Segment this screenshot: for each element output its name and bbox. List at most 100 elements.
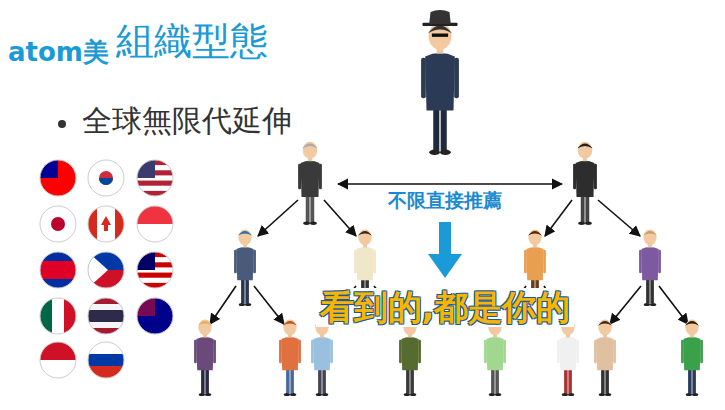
rect-shape (88, 316, 124, 323)
flag-icon (40, 342, 76, 379)
rect-shape (88, 310, 124, 317)
rect-shape (234, 250, 237, 273)
path-shape (356, 247, 373, 280)
rect-shape (40, 270, 76, 280)
flag-icon (40, 206, 76, 243)
rect-shape (418, 340, 421, 363)
rect-shape (454, 58, 459, 99)
brand-logo: atom美 (8, 38, 109, 68)
ellipse-shape (283, 320, 296, 336)
path-shape (429, 10, 451, 24)
rect-shape (40, 160, 76, 179)
rect-shape (298, 164, 301, 190)
ellipse-shape (316, 393, 322, 396)
path-shape (486, 337, 503, 370)
person-figure (311, 320, 333, 396)
rect-shape (88, 354, 124, 367)
ellipse-shape (562, 393, 568, 396)
person-figure (399, 320, 421, 396)
path-shape (99, 178, 113, 185)
path-shape (685, 321, 699, 326)
ellipse-shape (322, 393, 328, 396)
ellipse-shape (358, 230, 371, 246)
ellipse-shape (310, 222, 317, 225)
path-shape (238, 231, 252, 236)
ellipse-shape (440, 150, 451, 155)
people-figures (194, 10, 703, 396)
rect-shape (432, 34, 448, 37)
rect-shape (421, 58, 426, 99)
flag-icon (88, 252, 124, 289)
rect-shape (433, 108, 439, 151)
rect-shape (576, 340, 579, 363)
rect-shape (40, 298, 53, 334)
rect-shape (88, 178, 124, 197)
rect-shape (491, 369, 495, 394)
bullet-text: 全球無限代延伸 (82, 104, 292, 139)
path-shape (428, 25, 452, 33)
path-shape (643, 231, 657, 236)
slogan-text: 看到的,都是你的 (316, 288, 575, 327)
rect-shape (88, 322, 124, 329)
circle-shape (99, 171, 113, 185)
rect-shape (298, 340, 301, 363)
rect-shape (194, 340, 197, 363)
rect-shape (681, 340, 684, 363)
rect-shape (373, 250, 376, 273)
person-figure (557, 320, 579, 396)
flag-icon (88, 160, 124, 197)
person-figure (594, 320, 616, 396)
ellipse-shape (404, 393, 410, 396)
rect-shape (543, 250, 546, 273)
rect-shape (503, 340, 506, 363)
rect-shape (245, 279, 249, 304)
ellipse-shape (303, 222, 310, 225)
rect-shape (319, 164, 322, 190)
flag-icon (40, 298, 77, 334)
slide-title: 組織型態 (116, 20, 268, 64)
rect-shape (650, 279, 654, 304)
rect-shape (564, 369, 568, 394)
rect-shape (286, 369, 290, 394)
ellipse-shape (578, 142, 592, 159)
flag-rim (88, 160, 124, 196)
rect-shape (322, 369, 326, 394)
rect-shape (441, 108, 447, 151)
rect-shape (354, 250, 357, 273)
ellipse-shape (598, 320, 611, 336)
path-shape (526, 247, 543, 280)
rect-shape (40, 342, 76, 361)
flag-icon (40, 252, 76, 289)
rect-shape (585, 195, 589, 222)
ellipse-shape (686, 393, 692, 396)
rect-shape (688, 369, 692, 394)
rect-shape (306, 195, 310, 222)
person-figure (681, 320, 703, 396)
path-shape (198, 321, 212, 326)
ellipse-shape (692, 393, 698, 396)
flag-icon (137, 298, 173, 335)
circle-shape (51, 217, 65, 231)
rect-shape (330, 340, 333, 363)
ellipse-shape (284, 393, 290, 396)
ellipse-shape (643, 230, 656, 246)
path-shape (283, 321, 297, 326)
rect-shape (205, 369, 209, 394)
ellipse-shape (303, 142, 317, 159)
flag-rim (40, 342, 76, 378)
rect-shape (524, 250, 527, 273)
flag-rim (88, 298, 124, 334)
path-shape (577, 143, 592, 148)
flag-icon (137, 206, 173, 243)
rect-shape (484, 340, 487, 363)
ellipse-shape (585, 222, 592, 225)
rect-shape (40, 279, 76, 289)
path-shape (401, 337, 418, 370)
rect-shape (594, 164, 597, 190)
rect-shape (241, 279, 245, 304)
person-figure (279, 320, 301, 396)
flag-icons (40, 160, 173, 379)
flag-rim (88, 252, 124, 288)
rect-shape (40, 360, 76, 379)
person-figure (573, 142, 597, 225)
